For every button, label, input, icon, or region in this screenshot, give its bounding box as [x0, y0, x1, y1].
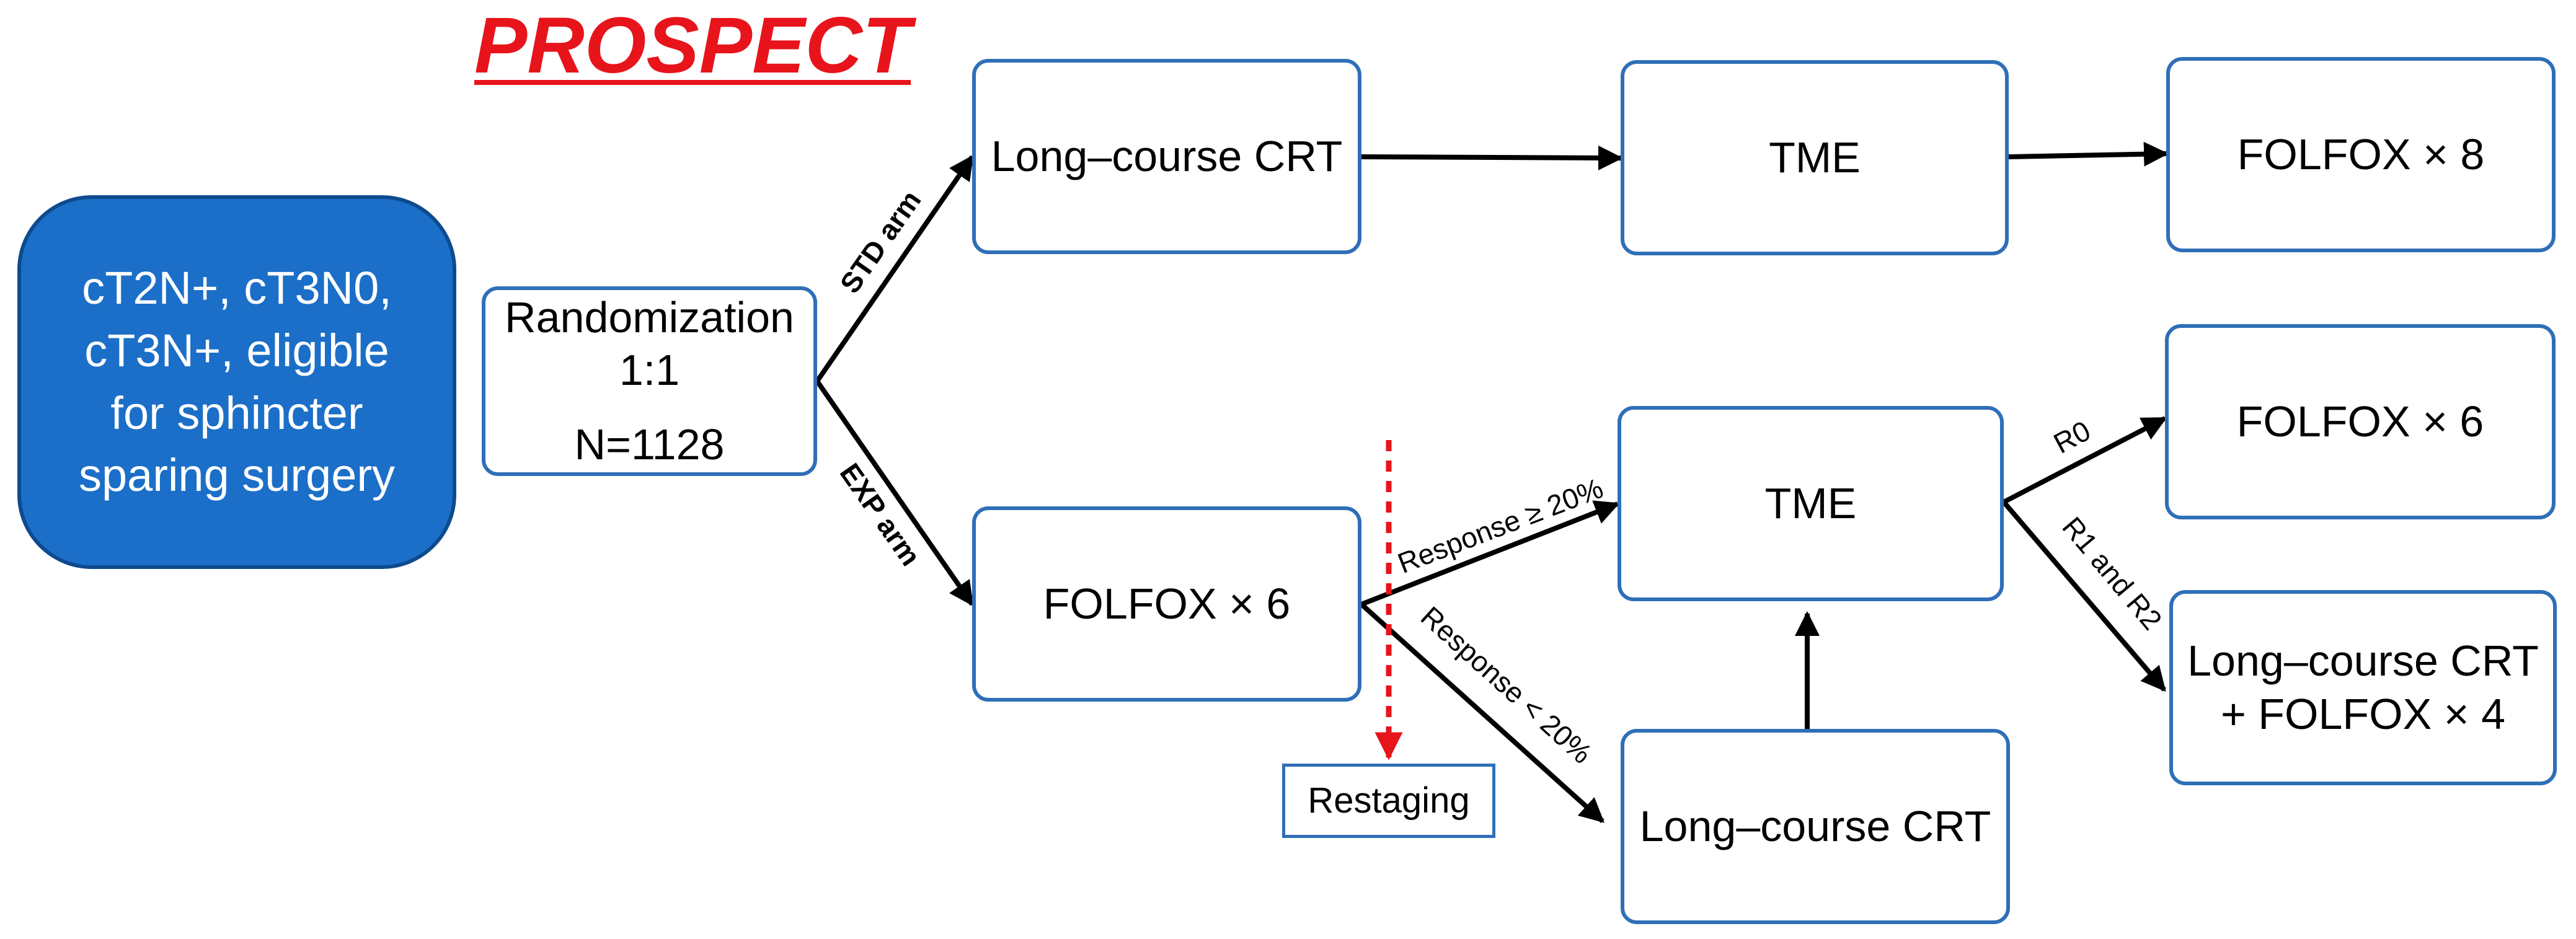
r0-folfox6-box: FOLFOX × 6 [2165, 324, 2556, 519]
randomization-box: Randomization 1:1 N=1128 [482, 286, 817, 476]
arrow-folfox6-to-crt [1360, 602, 1604, 823]
r1r2-treatment-line-2: + FOLFOX × 4 [2220, 689, 2506, 738]
std-crt-box: Long–course CRT [972, 59, 1361, 254]
std-crt-label: Long–course CRT [991, 131, 1343, 180]
std-tme-box: TME [1621, 60, 2009, 255]
r1r2-treatment-line-1: Long–course CRT [2187, 637, 2539, 686]
eligibility-line-1: cT2N+, cT3N0, [82, 262, 392, 314]
exp-folfox6-label: FOLFOX × 6 [1043, 579, 1291, 628]
arrow-std-crt-to-tme [1361, 145, 1623, 170]
arrow-folfox6-to-tme [1360, 500, 1620, 607]
exp-crt-label: Long–course CRT [1639, 801, 1991, 850]
restaging-label: Restaging [1308, 780, 1470, 821]
randomization-ratio: 1:1 [619, 346, 680, 395]
r1r2-treatment-box: Long–course CRT + FOLFOX × 4 [2169, 590, 2557, 785]
std-folfox8-box: FOLFOX × 8 [2166, 57, 2556, 252]
restaging-box: Restaging [1282, 764, 1495, 838]
eligibility-line-3: for sphincter [110, 387, 363, 439]
eligibility-line-4: sparing surgery [78, 449, 395, 501]
arrow-std-tme-to-folfox8 [2008, 141, 2169, 167]
study-title: PROSPECT [474, 1, 911, 90]
eligibility-box: cT2N+, cT3N0, cT3N+, eligible for sphinc… [17, 195, 456, 569]
std-tme-label: TME [1769, 133, 1861, 182]
arrow-tme-to-r1r2-treatment [2001, 500, 2167, 692]
sample-size: N=1128 [574, 420, 725, 469]
randomization-label: Randomization [505, 293, 794, 342]
r0-folfox6-label: FOLFOX × 6 [2236, 397, 2484, 446]
exp-tme-box: TME [1618, 406, 2004, 601]
arrow-randomization-to-std-crt [815, 154, 975, 383]
std-folfox8-label: FOLFOX × 8 [2237, 130, 2485, 179]
arrow-tme-to-r0-folfox [2003, 416, 2167, 505]
exp-crt-box: Long–course CRT [1621, 729, 2010, 924]
exp-tme-label: TME [1764, 478, 1857, 527]
arrow-randomization-to-exp-folfox [815, 379, 975, 607]
eligibility-line-2: cT3N+, eligible [84, 324, 389, 376]
exp-folfox6-box: FOLFOX × 6 [972, 506, 1361, 702]
